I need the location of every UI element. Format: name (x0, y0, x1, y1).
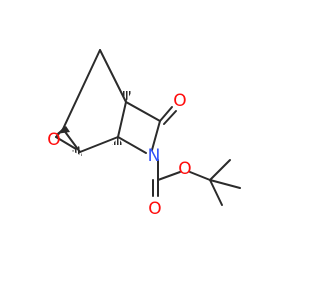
bond-carbonyl-n (151, 120, 161, 151)
hash-bond-c4 (120, 91, 132, 102)
bond-tbutyl-methyl-top (209, 159, 231, 181)
ester-oxygen-label: O (178, 159, 191, 179)
hash-bond-c3 (112, 137, 123, 145)
ketone-oxygen-label: O (173, 91, 186, 111)
bond-o-tertiary-carbon (189, 171, 211, 181)
ester-carbonyl-oxygen-label: O (148, 199, 161, 219)
wedge-bond-epoxide-left (56, 126, 70, 134)
nitrogen-label: N (148, 146, 161, 166)
bond-c3-c4 (117, 101, 127, 138)
bond-tbutyl-methyl-right (209, 179, 241, 189)
bond-c2-c3 (79, 136, 119, 153)
bond-epoxide-o-c2 (55, 136, 77, 150)
bond-c3-n (117, 136, 147, 154)
bond-c4-carbonyl (125, 101, 161, 122)
hash-bond-epoxide-right (72, 146, 82, 156)
epoxide-oxygen-label: O (47, 130, 60, 150)
bond-ketone-double-2 (163, 110, 177, 125)
bond-ester-c-o (157, 171, 181, 181)
bond-bridge-left (62, 49, 101, 130)
bond-ketone-double-1 (159, 106, 173, 122)
molecule-structure: O N O O O (47, 49, 241, 219)
bond-tbutyl-methyl-bottom (209, 179, 223, 206)
